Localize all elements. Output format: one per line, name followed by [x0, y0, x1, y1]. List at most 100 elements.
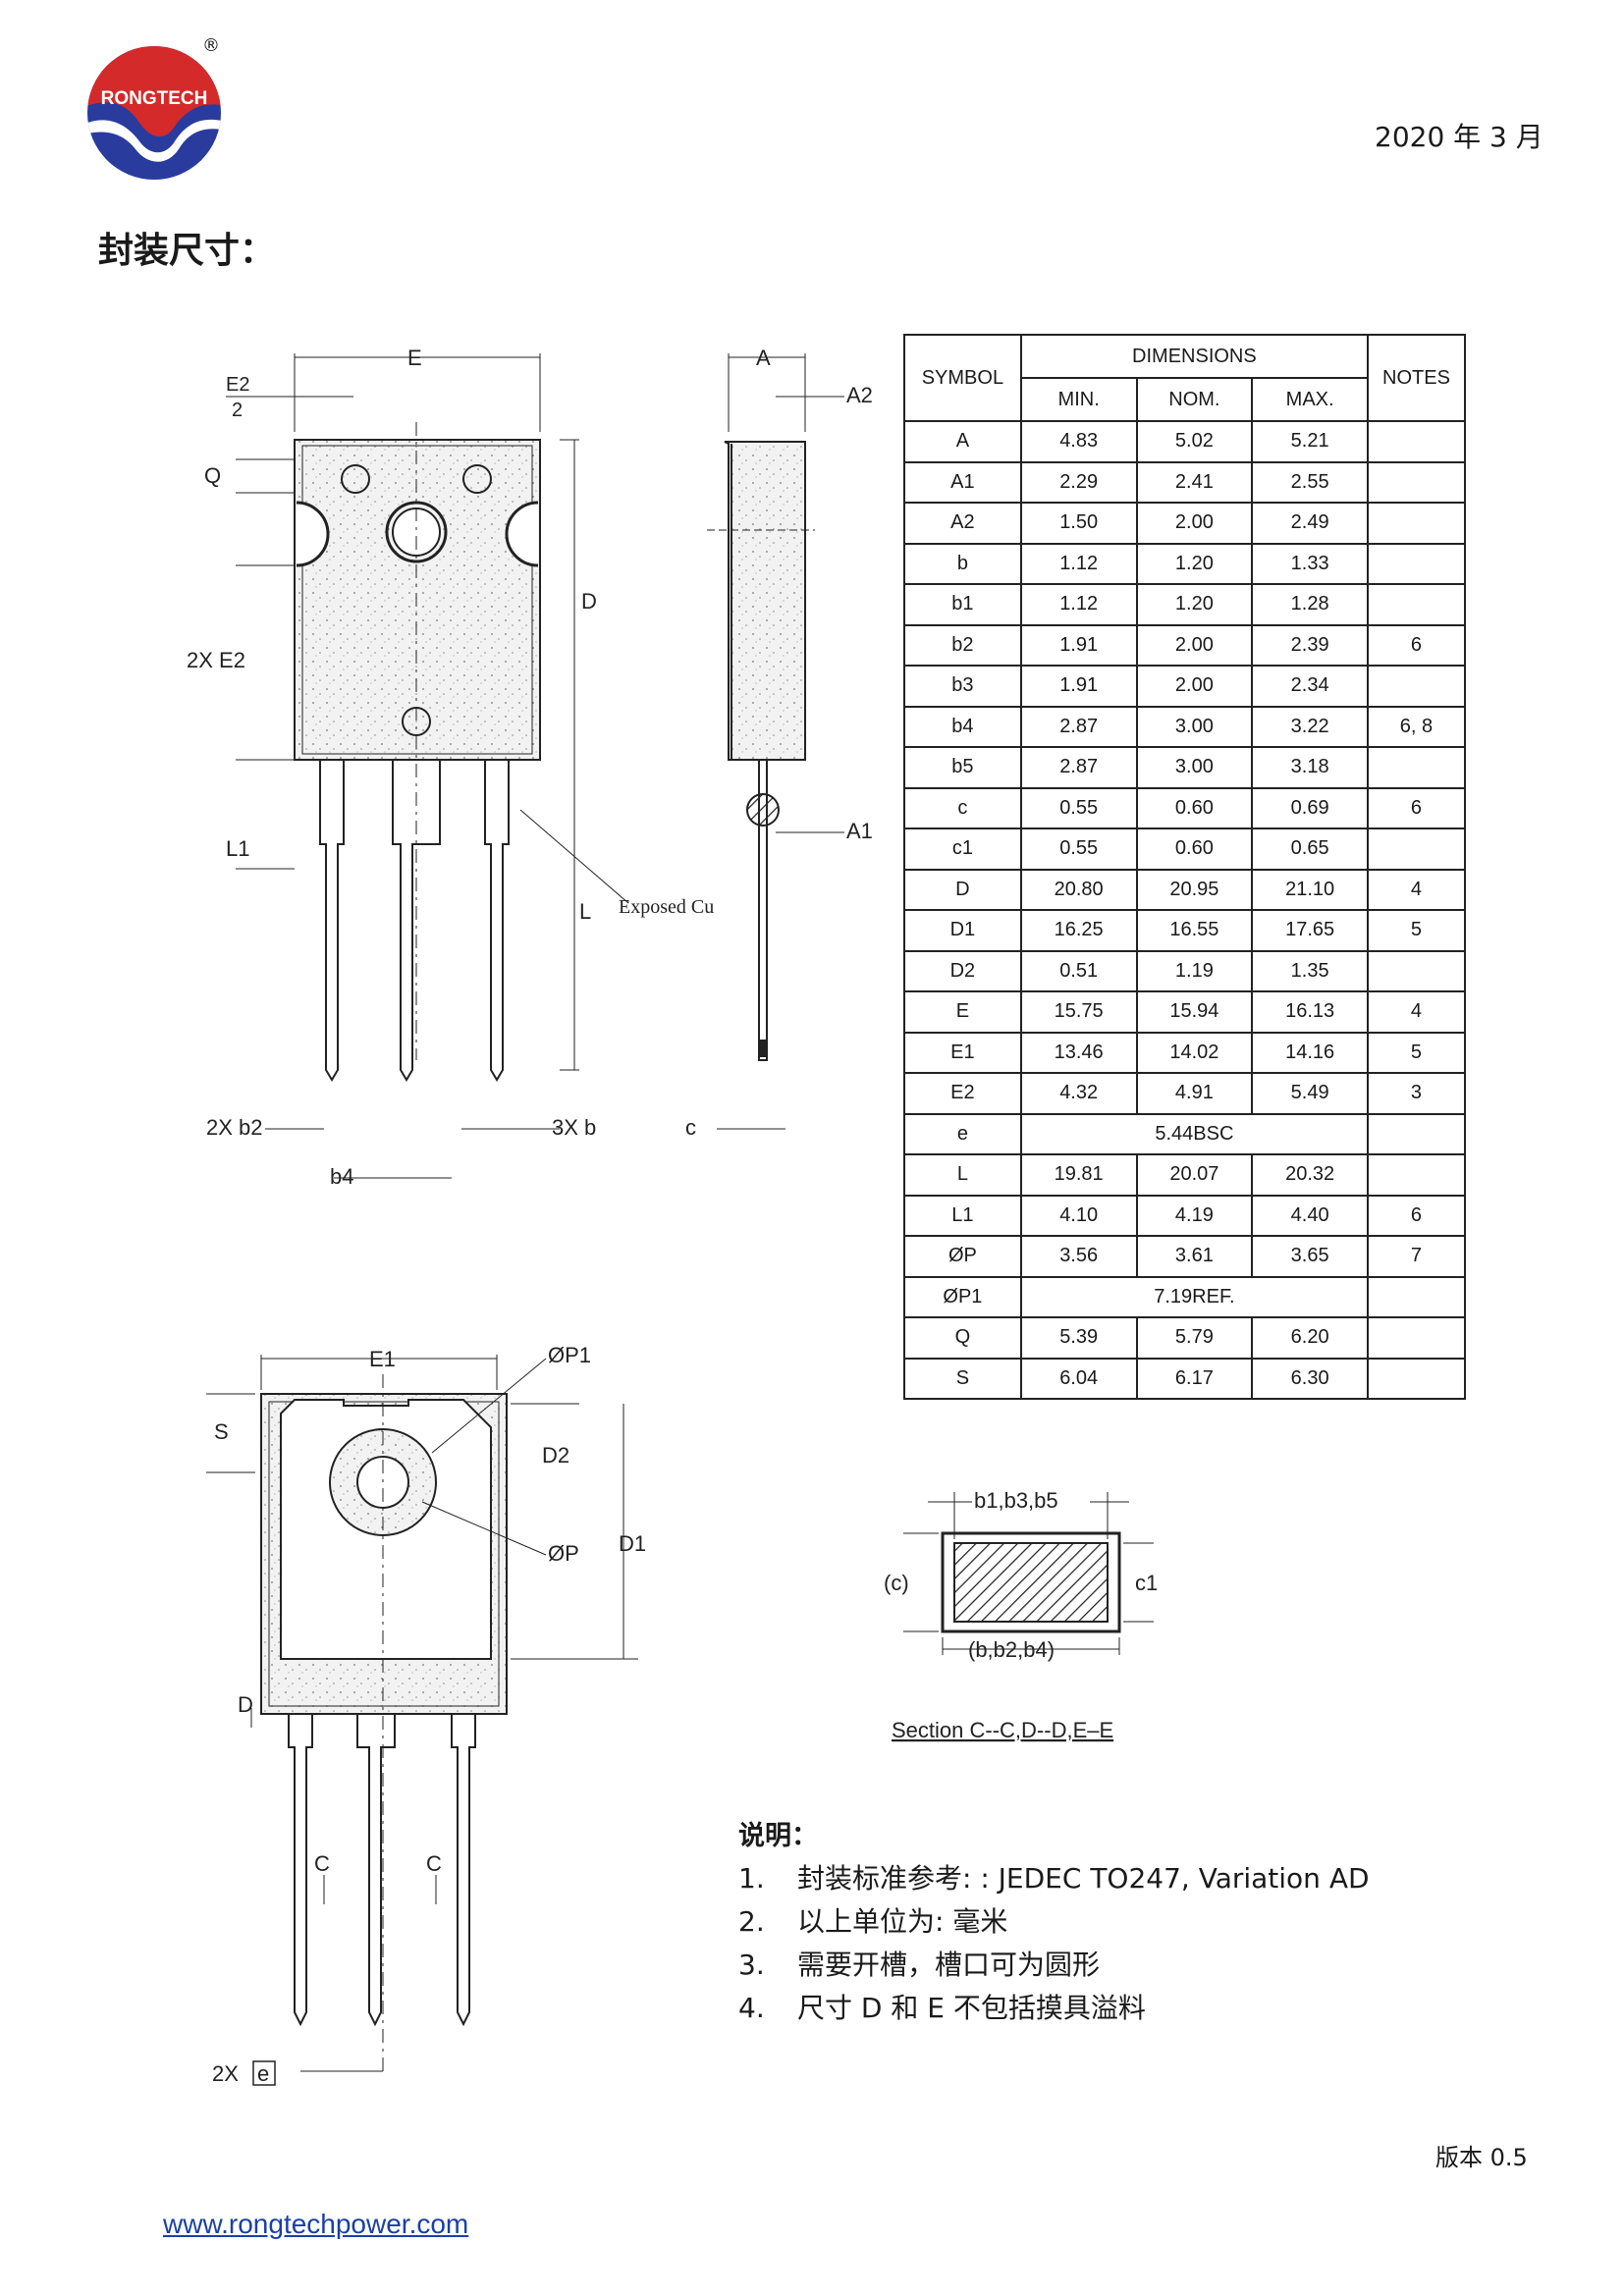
cell-notes — [1366, 1112, 1467, 1155]
cell-notes — [1366, 1316, 1467, 1360]
cell-notes: 5 — [1366, 909, 1467, 952]
cell-notes: 4 — [1366, 990, 1467, 1034]
section-caption: Section C--C,D--D,E–E — [892, 1718, 1113, 1742]
cell-min: 15.75 — [1019, 990, 1138, 1034]
cell-min: 4.32 — [1019, 1072, 1138, 1115]
dim-label-e2-bottom: 2 — [232, 400, 243, 421]
notes-title: 说明： — [738, 1821, 818, 1851]
section-mark-d: D — [238, 1692, 253, 1717]
cell-notes: 5 — [1366, 1031, 1467, 1074]
cell-nom: 1.19 — [1135, 949, 1254, 992]
dim-label-q: Q — [204, 463, 221, 488]
logo-text: RONGTECH — [101, 88, 208, 109]
cell-max: 5.49 — [1251, 1072, 1369, 1115]
cell-notes: 6 — [1366, 623, 1467, 667]
cell-notes: 3 — [1366, 1072, 1467, 1115]
cell-nom: 3.61 — [1135, 1235, 1254, 1278]
section-mark-c-right: C — [426, 1851, 442, 1876]
header-max: MAX. — [1251, 377, 1369, 422]
cell-nom: 2.00 — [1135, 623, 1254, 667]
cell-min: 13.46 — [1019, 1031, 1138, 1074]
cell-min: 19.81 — [1019, 1153, 1138, 1197]
cell-nom: 4.19 — [1135, 1194, 1254, 1237]
cell-symbol: E — [903, 990, 1022, 1034]
section-label-right: c1 — [1135, 1571, 1158, 1595]
cell-max: 6.20 — [1251, 1316, 1369, 1360]
cell-min: 1.91 — [1019, 665, 1138, 708]
cell-max: 21.10 — [1251, 868, 1369, 911]
header-min: MIN. — [1019, 377, 1138, 422]
website-link[interactable]: www.rongtechpower.com — [163, 2209, 469, 2239]
cell-max: 16.13 — [1251, 990, 1369, 1034]
cell-symbol: L — [903, 1153, 1022, 1197]
cell-max: 14.16 — [1251, 1031, 1369, 1074]
cell-symbol: D — [903, 868, 1022, 911]
dim-label-d2: D2 — [542, 1443, 569, 1468]
cell-max: 5.21 — [1251, 420, 1369, 463]
cell-nom: 2.00 — [1135, 502, 1254, 545]
document-date: 2020 年 3 月 — [1375, 121, 1543, 153]
cell-notes — [1366, 746, 1467, 789]
cell-min: 20.80 — [1019, 868, 1138, 911]
cell-notes — [1366, 583, 1467, 626]
cell-min: 2.87 — [1019, 746, 1138, 789]
cell-max: 2.55 — [1251, 460, 1369, 504]
cell-nom: 5.02 — [1135, 420, 1254, 463]
cell-min: 1.12 — [1019, 583, 1138, 626]
cell-notes: 6 — [1366, 786, 1467, 829]
cell-symbol: A1 — [903, 460, 1022, 504]
cell-max: 4.40 — [1251, 1194, 1369, 1237]
cell-min: 4.10 — [1019, 1194, 1138, 1237]
cell-symbol: A — [903, 420, 1022, 463]
dim-label-3x-b: 3X b — [552, 1115, 596, 1140]
note-item: 2.以上单位为: 毫米 — [738, 1905, 1008, 1938]
page-title: 封装尺寸： — [98, 231, 276, 271]
cell-merged-value: 5.44BSC — [1019, 1112, 1369, 1155]
cell-notes — [1366, 502, 1467, 545]
cell-notes — [1366, 420, 1467, 463]
cell-min: 0.51 — [1019, 949, 1138, 992]
cell-max: 0.65 — [1251, 828, 1369, 871]
cell-nom: 5.79 — [1135, 1316, 1254, 1360]
cell-max: 3.65 — [1251, 1235, 1369, 1278]
dim-label-s: S — [214, 1419, 229, 1444]
cell-min: 0.55 — [1019, 786, 1138, 829]
cell-notes — [1366, 665, 1467, 708]
cell-nom: 20.07 — [1135, 1153, 1254, 1197]
package-drawing: E E2 2 Q 2X E2 D L1 L Exposed Cu 2X b2 3… — [187, 346, 873, 2086]
back-view-labels: E1 ØP1 S D2 D1 ØP D C C 2X e — [212, 1343, 646, 2086]
cell-notes: 4 — [1366, 868, 1467, 911]
note-item: 3.需要开槽，槽口可为圆形 — [738, 1949, 1101, 1981]
cell-symbol: A2 — [903, 502, 1022, 545]
cell-min: 6.04 — [1019, 1357, 1138, 1400]
cell-max: 3.22 — [1251, 705, 1369, 748]
cell-max: 0.69 — [1251, 786, 1369, 829]
cell-notes — [1366, 1275, 1467, 1318]
cell-nom: 15.94 — [1135, 990, 1254, 1034]
cell-symbol: L1 — [903, 1194, 1022, 1237]
cell-max: 2.39 — [1251, 623, 1369, 667]
cell-symbol: ØP1 — [903, 1275, 1022, 1318]
cell-nom: 0.60 — [1135, 786, 1254, 829]
dim-label-phi-p1: ØP1 — [548, 1343, 591, 1367]
dim-label-a2: A2 — [846, 383, 873, 407]
section-label-left: (c) — [884, 1571, 909, 1595]
dim-label-d: D — [581, 589, 597, 614]
note-item: 1.封装标准参考: : JEDEC TO247, Variation AD — [738, 1862, 1370, 1895]
cell-nom: 4.91 — [1135, 1072, 1254, 1115]
cell-min: 1.50 — [1019, 502, 1138, 545]
